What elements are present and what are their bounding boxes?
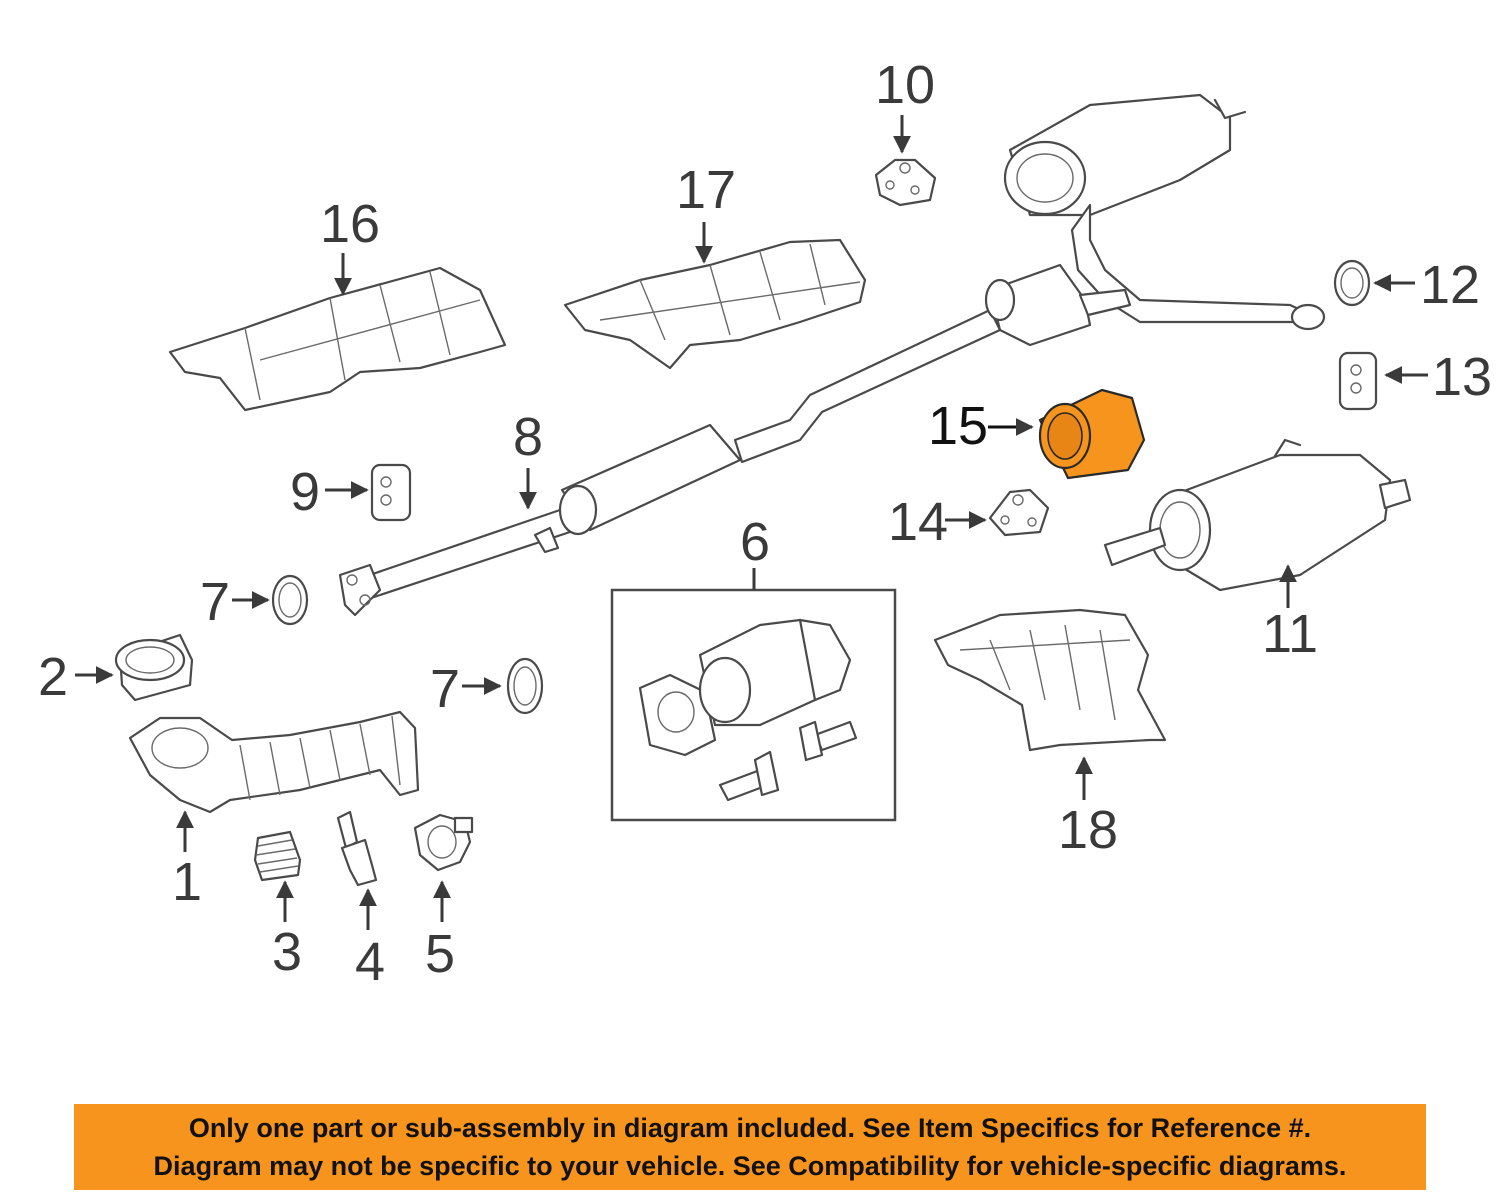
heat-shield-front-part <box>168 266 507 412</box>
disclaimer-line-2: Diagram may not be specific to your vehi… <box>153 1151 1347 1181</box>
rear-muffler-part <box>1103 438 1412 592</box>
heat-shield-middle-part <box>563 238 867 370</box>
gasket-upper-part <box>271 574 309 626</box>
spring-part <box>253 830 302 882</box>
rear-rubber-hanger-part <box>1338 351 1378 411</box>
gasket-lower-part <box>506 657 544 715</box>
callout-11-label: 11 <box>1262 604 1318 664</box>
disclaimer-banner: Only one part or sub-assembly in diagram… <box>74 1104 1426 1190</box>
callout-9-label: 9 <box>290 462 320 522</box>
pipe-clamp-part <box>413 813 474 872</box>
callout-7b-label: 7 <box>430 659 460 719</box>
callout-18-label: 18 <box>1058 800 1118 860</box>
catalytic-converter-kit-part <box>610 588 897 822</box>
front-exhaust-pipe-part <box>128 710 420 814</box>
stud-bolt-part <box>336 810 378 887</box>
callout-10-label: 10 <box>875 55 935 115</box>
callout-13-label: 13 <box>1432 347 1492 407</box>
rear-muffler-upper-assembly <box>1003 93 1326 331</box>
exhaust-tip-highlighted-part <box>1038 388 1146 480</box>
callout-15-label: 15 <box>928 396 988 456</box>
callout-12-label: 12 <box>1420 255 1480 315</box>
callout-7a-label: 7 <box>200 572 230 632</box>
callout-1-label: 1 <box>172 852 202 912</box>
callout-14-label: 14 <box>888 492 948 552</box>
exhaust-system-diagram: 16 17 10 8 <box>38 55 1492 992</box>
mount-bracket-part <box>988 488 1050 537</box>
heat-shield-rear-part <box>933 608 1167 752</box>
callout-3-label: 3 <box>272 922 302 982</box>
callout-16-label: 16 <box>320 194 380 254</box>
callout-17-label: 17 <box>676 160 736 220</box>
callout-4-label: 4 <box>355 932 385 992</box>
seal-ring-part <box>114 633 194 702</box>
hanger-bracket-part <box>874 158 937 207</box>
callout-2-label: 2 <box>38 647 68 707</box>
gasket-ring-part <box>1333 259 1371 307</box>
callout-8-label: 8 <box>513 407 543 467</box>
disclaimer-line-1: Only one part or sub-assembly in diagram… <box>188 1113 1312 1143</box>
rubber-hanger-part <box>370 463 412 522</box>
callout-5-label: 5 <box>425 924 455 984</box>
center-exhaust-pipe-part <box>338 263 1132 617</box>
callout-6-label: 6 <box>740 512 770 572</box>
